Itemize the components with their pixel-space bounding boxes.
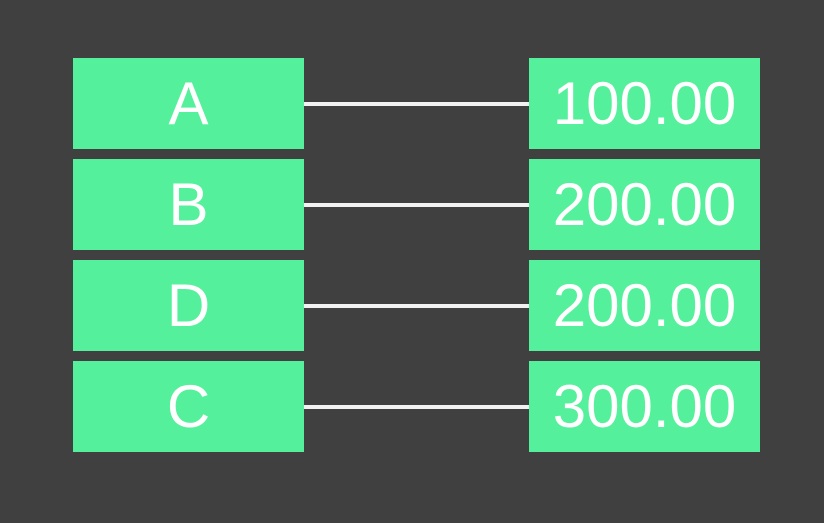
value-label: 200.00 xyxy=(552,271,737,339)
connector-track xyxy=(304,58,529,149)
mapping-row: A 100.00 xyxy=(73,58,760,149)
connector-line xyxy=(304,404,529,409)
mapping-diagram: A 100.00 B 200.00 D 200.00 C xyxy=(73,58,760,452)
key-node: B xyxy=(73,159,304,250)
value-node: 200.00 xyxy=(529,159,760,250)
value-node: 200.00 xyxy=(529,260,760,351)
key-node: C xyxy=(73,361,304,452)
mapping-row: C 300.00 xyxy=(73,361,760,452)
connector-line xyxy=(304,202,529,207)
value-label: 300.00 xyxy=(552,372,737,440)
value-node: 100.00 xyxy=(529,58,760,149)
connector-line xyxy=(304,303,529,308)
connector-track xyxy=(304,159,529,250)
value-label: 200.00 xyxy=(552,170,737,238)
connector-line xyxy=(304,101,529,106)
key-node: A xyxy=(73,58,304,149)
key-node: D xyxy=(73,260,304,351)
key-label: D xyxy=(166,271,211,339)
key-label: C xyxy=(166,372,211,440)
key-label: A xyxy=(168,69,209,137)
mapping-row: B 200.00 xyxy=(73,159,760,250)
value-label: 100.00 xyxy=(552,69,737,137)
connector-track xyxy=(304,260,529,351)
mapping-row: D 200.00 xyxy=(73,260,760,351)
connector-track xyxy=(304,361,529,452)
key-label: B xyxy=(168,170,209,238)
value-node: 300.00 xyxy=(529,361,760,452)
